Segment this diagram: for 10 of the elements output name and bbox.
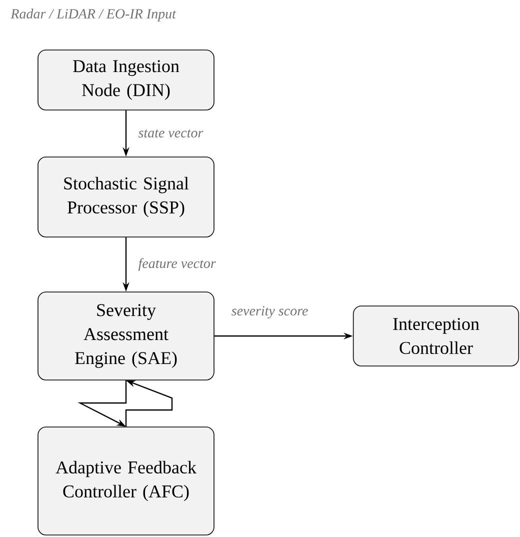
input-label: Radar / LiDAR / EO-IR Input — [10, 8, 176, 22]
process-box: Adaptive Feedback Controller (AFC) — [38, 426, 214, 536]
process-box: Data Ingestion Node (DIN) — [38, 50, 214, 110]
edge-label: state vector — [136, 128, 205, 139]
process-box: Severity Assessment Engine (SAE) — [38, 292, 214, 380]
process-box: Stochastic Signal Processor (SSP) — [38, 156, 214, 238]
edge-label: severity score — [230, 304, 310, 320]
arrow — [125, 380, 173, 427]
process-box: Interception Controller — [352, 306, 520, 366]
edge-label: feature vector — [136, 256, 218, 272]
